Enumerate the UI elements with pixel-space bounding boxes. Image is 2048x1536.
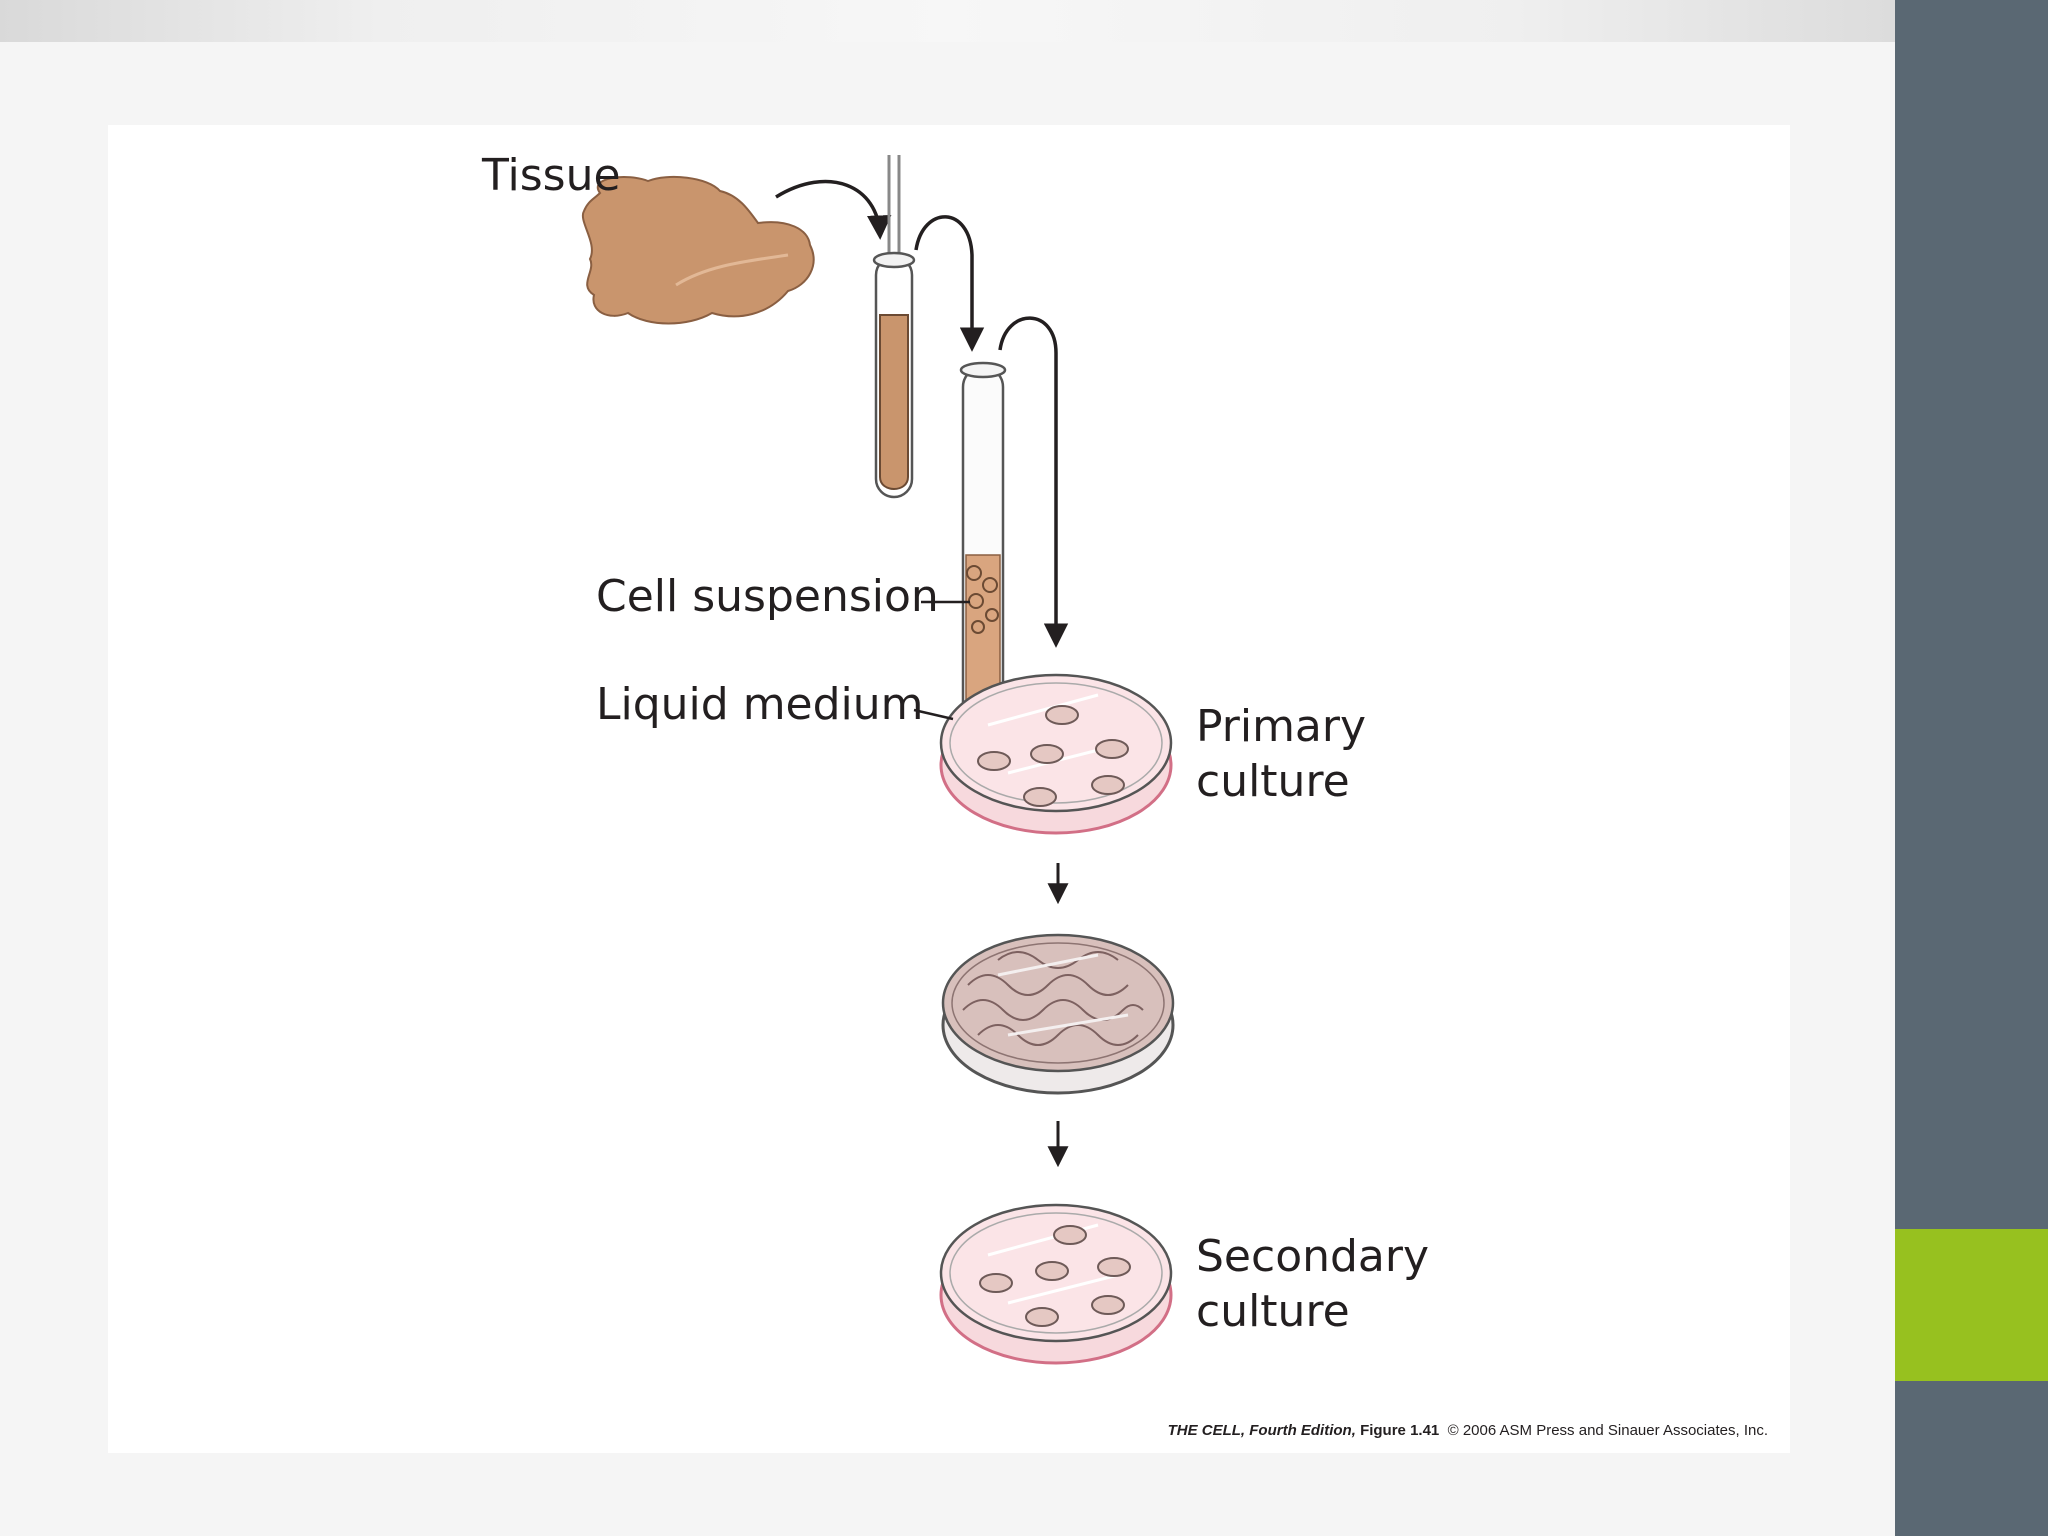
credit-title: THE CELL, Fourth Edition, [1167, 1422, 1356, 1439]
label-primary-culture-line2: culture [1196, 756, 1350, 807]
petri-dish-icon [939, 673, 1173, 835]
label-primary-culture-line1: Primary [1196, 701, 1367, 752]
petri-dish-icon [939, 1203, 1173, 1365]
label-cell-suspension: Cell suspension [596, 571, 939, 622]
petri-dish-icon [941, 933, 1175, 1095]
pipette-icon [872, 155, 916, 499]
credit-copyright: © 2006 ASM Press and Sinauer Associates,… [1447, 1422, 1768, 1439]
label-tissue: Tissue [482, 150, 621, 201]
label-secondary-culture-line1: Secondary [1196, 1231, 1430, 1282]
label-secondary-culture-line2: culture [1196, 1286, 1350, 1337]
diagram-drawing [581, 155, 1175, 1365]
figure-credit: THE CELL, Fourth Edition, Figure 1.41 © … [1168, 1422, 1768, 1439]
slide-top-band [0, 0, 1895, 42]
tissue-blob-icon [581, 175, 815, 325]
cell-culture-figure: Tissue Cell suspension Liquid medium Pri… [108, 125, 1790, 1453]
label-liquid-medium: Liquid medium [596, 679, 924, 730]
leader-line [913, 708, 954, 721]
arrow-icon [775, 179, 892, 240]
arrow-icon [914, 215, 985, 352]
credit-figure: Figure 1.41 [1360, 1422, 1440, 1439]
slide-side-accent [1895, 1229, 2048, 1381]
tissue-highlight [675, 253, 789, 287]
arrow-icon [998, 316, 1069, 648]
